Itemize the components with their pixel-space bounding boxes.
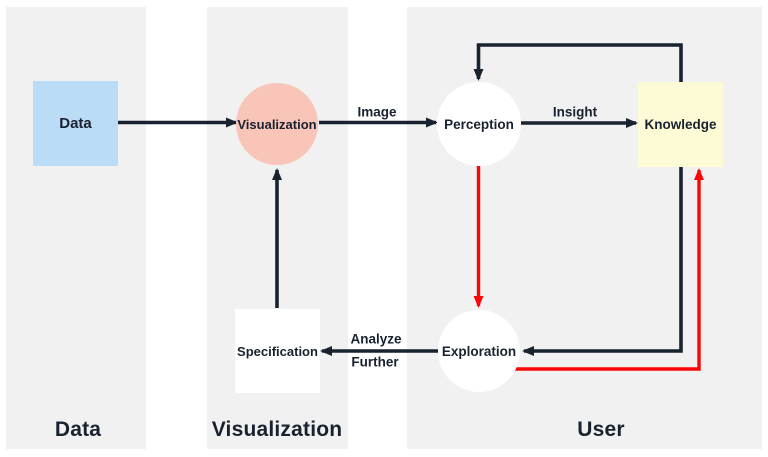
- node-specification: Specification: [235, 309, 320, 393]
- node-data: Data: [33, 81, 118, 166]
- column-label-user: User: [577, 418, 625, 441]
- node-visualization: Visualization: [236, 83, 318, 165]
- node-exploration: Exploration: [438, 310, 520, 392]
- node-perception-label: Perception: [444, 116, 514, 132]
- node-visualization-label: Visualization: [237, 116, 317, 132]
- edge-knowledge-to-perception-loop: [473, 43, 683, 83]
- column-label-data: Data: [54, 418, 102, 441]
- data-column-band: [6, 7, 146, 449]
- node-exploration-label: Exploration: [441, 343, 517, 359]
- column-label-visualization: Visualization: [211, 418, 343, 441]
- node-knowledge-label: Knowledge: [644, 117, 717, 132]
- edge-label-further: Further: [351, 354, 399, 370]
- edge-label-analyze: Analyze: [350, 331, 402, 347]
- edge-knowledge-to-exploration: [522, 166, 683, 356]
- node-knowledge: Knowledge: [638, 82, 723, 167]
- node-perception: Perception: [437, 82, 521, 166]
- node-data-label: Data: [59, 115, 92, 132]
- edge-label-image: Image: [357, 104, 397, 120]
- edge-label-insight: Insight: [552, 104, 598, 120]
- node-specification-label: Specification: [237, 343, 318, 359]
- edge-exploration-to-knowledge-red: [505, 168, 704, 371]
